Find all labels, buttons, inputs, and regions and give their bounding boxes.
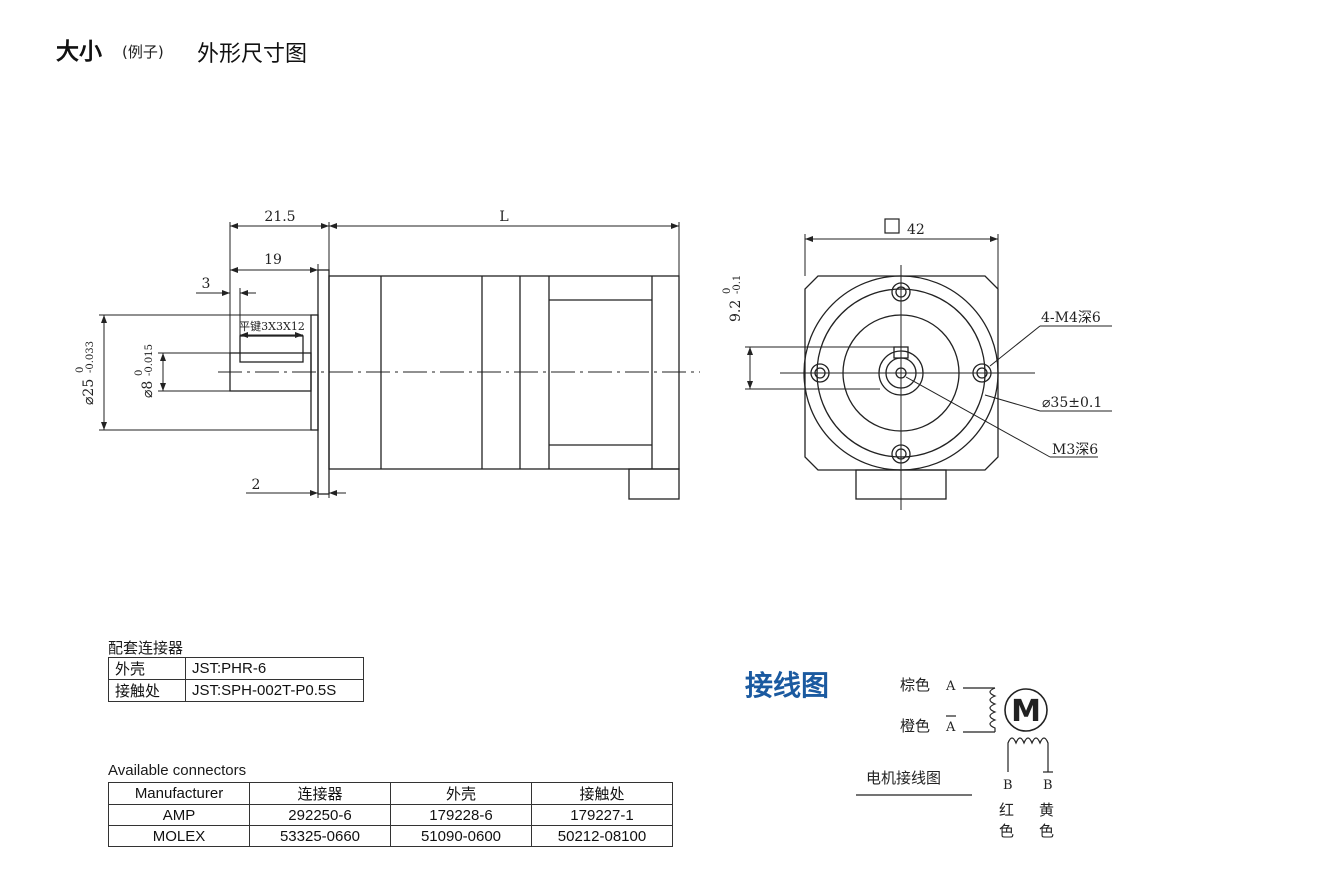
wiring-subtitle: 电机接线图 (866, 769, 941, 787)
yellow-label-2: 色 (1039, 822, 1054, 840)
table-header-cell: 外壳 (390, 782, 532, 805)
side-dimensions (99, 222, 680, 498)
dia-8: ⌀8 (140, 381, 156, 398)
side-dimension-text: 21.5 L 19 3 平键3X3X12 2 ⌀25 0 -0.033 ⌀8 0… (75, 209, 509, 493)
dim-2: 2 (252, 477, 261, 493)
dia-25-upper: 0 (75, 367, 86, 373)
header-example: (例子) (122, 43, 164, 61)
red-label-2: 色 (999, 822, 1014, 840)
table-row: MOLEX 53325-0660 51090-0600 50212-08100 (108, 825, 673, 847)
table-cell: 50212-08100 (531, 825, 673, 847)
header-subtitle: 外形尺寸图 (197, 42, 308, 67)
wire-b-label: B (1003, 778, 1013, 793)
table-row: 接触处 JST:SPH-002T-P0.5S (108, 679, 364, 702)
flange (317, 269, 330, 495)
table-header-cell: Manufacturer (108, 782, 250, 805)
dim-9-2-lower: -0.1 (732, 275, 743, 294)
wire-a-bar-label: A (945, 720, 956, 735)
table-cell: AMP (108, 804, 250, 826)
front-dimensions (745, 218, 1112, 458)
wiring-text: 棕色 A 橙色 A M B B 红 色 黄 色 电机接线图 (866, 676, 1054, 840)
connectors-caption: 配套连接器 (108, 640, 184, 657)
wire-brown-label: 棕色 (900, 676, 930, 694)
side-view (218, 269, 700, 500)
table-cell: 292250-6 (249, 804, 391, 826)
table-cell: 51090-0600 (390, 825, 532, 847)
red-label-1: 红 (999, 801, 1014, 819)
table-header-cell: 接触处 (531, 782, 673, 805)
table-cell: 179228-6 (390, 804, 532, 826)
yellow-label-1: 黄 (1039, 801, 1054, 819)
table-header-cell: 连接器 (249, 782, 391, 805)
table-row: AMP 292250-6 179228-6 179227-1 (108, 804, 673, 826)
key-label: 平键3X3X12 (239, 319, 305, 333)
wiring-diagram (856, 687, 1053, 796)
table-header-row: Manufacturer 连接器 外壳 接触处 (108, 782, 673, 805)
table-cell: 179227-1 (531, 804, 673, 826)
table-cell: 接触处 (108, 679, 186, 702)
dim-3: 3 (202, 276, 211, 292)
wire-orange-label: 橙色 (900, 717, 930, 735)
dim-19: 19 (264, 252, 282, 268)
motor-letter: M (1011, 694, 1041, 729)
table-cell: 外壳 (108, 657, 186, 680)
table-cell: 53325-0660 (249, 825, 391, 847)
dia-25: ⌀25 (81, 379, 97, 405)
table-cell: JST:PHR-6 (185, 657, 364, 680)
dim-42: 42 (907, 222, 925, 238)
square-symbol (884, 218, 900, 234)
dia-8-upper: 0 (134, 370, 145, 376)
motor-symbol (1004, 688, 1048, 732)
dim-21-5: 21.5 (264, 209, 295, 225)
wiring-title: 接线图 (745, 669, 830, 702)
table-cell: JST:SPH-002T-P0.5S (185, 679, 364, 702)
table-cell: MOLEX (108, 825, 250, 847)
connector-box-side (628, 468, 680, 500)
square-flange (804, 275, 999, 471)
dim-L: L (499, 209, 508, 225)
header-main: 大小 (56, 39, 102, 65)
wire-a-label: A (945, 679, 956, 694)
available-connectors-table: Manufacturer 连接器 外壳 接触处 AMP 292250-6 179… (108, 782, 673, 847)
dia-25-lower: -0.033 (85, 341, 96, 373)
key (239, 335, 304, 363)
available-caption: Available connectors (108, 762, 247, 779)
holes-label: 4-M4深6 (1041, 310, 1101, 326)
dim-9-2: 9.2 (728, 300, 744, 322)
wire-b-bar-label: B (1043, 778, 1053, 793)
dia-8-lower: -0.015 (144, 344, 155, 376)
front-view (780, 265, 1035, 510)
connectors-table: 外壳 JST:PHR-6 接触处 JST:SPH-002T-P0.5S (108, 657, 364, 702)
center-hole-label: M3深6 (1052, 442, 1098, 458)
dim-9-2-upper: 0 (722, 288, 733, 294)
table-row: 外壳 JST:PHR-6 (108, 657, 364, 680)
front-dimension-text: 42 9.2 0 -0.1 4-M4深6 ⌀35±0.1 M3深6 (722, 222, 1102, 458)
pilot-label: ⌀35±0.1 (1042, 395, 1102, 411)
